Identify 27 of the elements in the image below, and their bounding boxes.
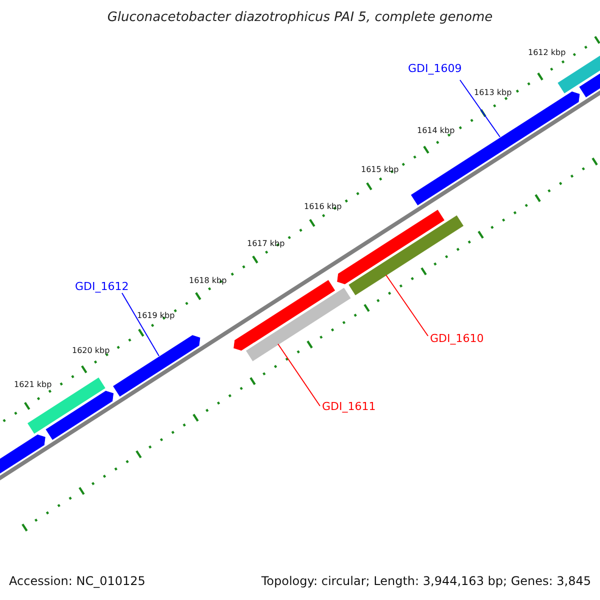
scale-label: 1615 kbp [361,165,399,174]
scale-label: 1620 kbp [72,346,110,355]
leader-line [386,274,428,336]
genome-info-text: Topology: circular; Length: 3,944,163 bp; Genes: 3,845 [261,574,591,588]
gene-label: GDI_1610 [430,332,484,345]
scale-label: 1618 kbp [189,276,227,285]
gene-label: GDI_1611 [322,400,376,413]
scale-label: 1613 kbp [474,88,512,97]
leader-line [460,80,500,138]
leader-line [278,344,320,406]
gene-bar [113,335,200,397]
gene-label: GDI_1612 [75,280,129,293]
gene-bar [46,390,114,440]
scale-label: 1612 kbp [528,48,566,57]
scale-label: 1621 kbp [14,380,52,389]
scale-label: 1616 kbp [304,202,342,211]
accession-text: Accession: NC_010125 [9,574,146,588]
gene-bar [348,215,464,296]
gene-bar [234,280,335,351]
gene-bar [246,288,351,362]
title: Gluconacetobacter diazotrophicus PAI 5, complete genome [106,10,494,25]
scale-label: 1614 kbp [417,126,455,135]
gene-label: GDI_1609 [408,62,462,75]
leader-line [122,292,160,356]
gene-bar [337,210,444,284]
scale-label: 1619 kbp [137,311,175,320]
scale-label: 1617 kbp [247,239,285,248]
